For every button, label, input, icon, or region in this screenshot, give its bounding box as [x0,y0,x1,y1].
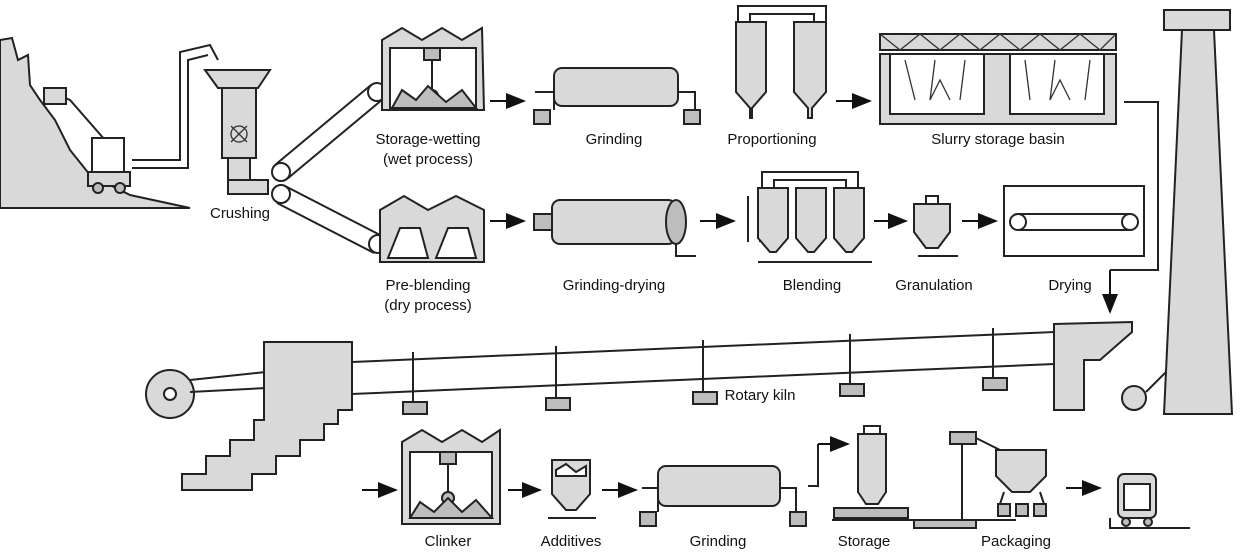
additives-hopper: Additives [541,459,602,550]
grinding-drying-mill: Grinding-drying [533,199,696,294]
slurry-storage-basin: Slurry storage basin [879,33,1117,148]
label-pre-blending-2: (dry process) [384,297,472,314]
rotary-kiln: Rotary kiln [145,320,1173,491]
label-storage-wetting-1: Storage-wetting [375,131,480,148]
label-additives: Additives [541,533,602,550]
label-rotary-kiln: Rotary kiln [725,387,796,404]
label-storage: Storage [838,533,891,550]
proportioning-silos: Proportioning [727,5,827,148]
packaging-station: Packaging [913,431,1051,550]
grinding-mill-wet: Grinding [533,67,701,148]
label-storage-wetting-2: (wet process) [383,151,473,168]
cement-storage-silo: Storage [832,425,1016,550]
label-pre-blending-1: Pre-blending [385,277,470,294]
label-grinding-drying: Grinding-drying [563,277,666,294]
label-grinding-wet: Grinding [586,131,643,148]
crusher-feed-conveyor [132,43,219,169]
label-packaging: Packaging [981,533,1051,550]
flow-line [808,444,819,487]
label-drying: Drying [1048,277,1091,294]
clinker-storage-building: Clinker [401,428,501,550]
drying-conveyor: Drying [1003,185,1145,294]
crusher: Crushing [203,69,272,222]
label-granulation: Granulation [895,277,973,294]
label-grinding-final: Grinding [690,533,747,550]
quarry-excavator [0,36,191,209]
chimney [1162,9,1234,415]
blending-silos: Blending [747,171,872,294]
granulator: Granulation [895,195,973,294]
label-blending: Blending [783,277,841,294]
cement-truck [1109,473,1190,529]
pre-blending-building: Pre-blending (dry process) [379,194,485,314]
label-clinker: Clinker [425,533,472,550]
split-conveyors [271,82,388,254]
label-crushing: Crushing [210,205,270,222]
grinding-mill-final: Grinding [639,465,807,550]
label-slurry-storage: Slurry storage basin [931,131,1064,148]
slurry-to-kiln-line [1110,101,1159,271]
storage-wetting-building: Storage-wetting (wet process) [375,26,486,168]
label-proportioning: Proportioning [727,131,816,148]
